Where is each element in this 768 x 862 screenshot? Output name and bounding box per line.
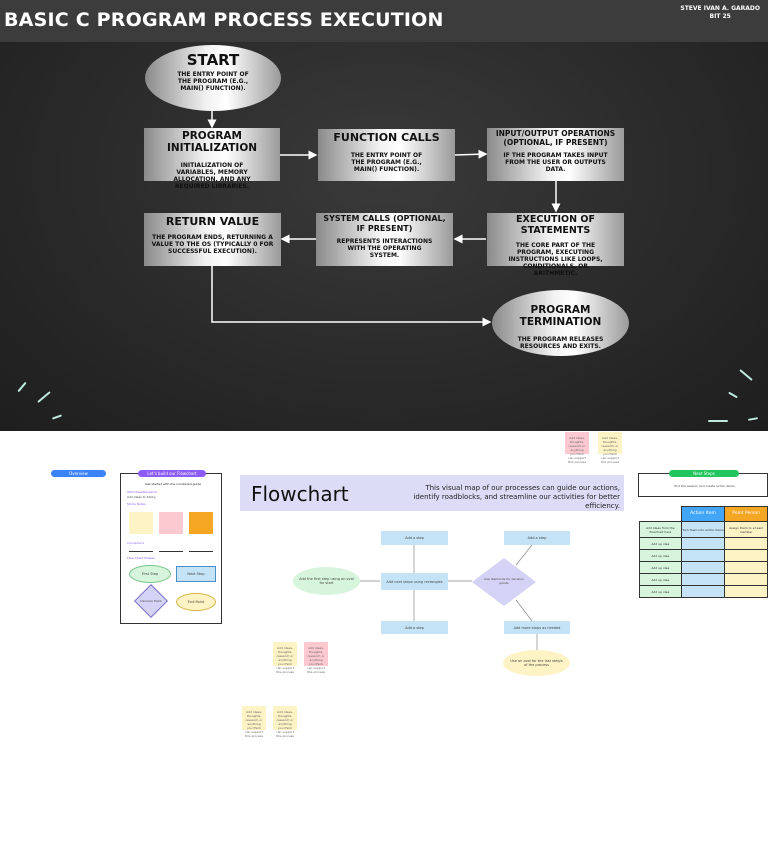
- node-start[interactable]: START THE ENTRY POINT OF THE PROGRAM (E.…: [145, 45, 281, 111]
- table-row[interactable]: Add up idea: [639, 573, 768, 586]
- node-sys-title: SYSTEM CALLS (OPTIONAL, IF PRESENT): [323, 214, 446, 233]
- node-ret[interactable]: RETURN VALUE THE PROGRAM ENDS, RETURNING…: [144, 213, 281, 266]
- table-row[interactable]: Add ideas from the flowchart here Turn t…: [639, 521, 768, 538]
- sticky-note[interactable]: Add ideas, thoughts, research or anythin…: [565, 432, 589, 464]
- fc-step-mid[interactable]: Add next steps using rectangles: [381, 573, 448, 590]
- node-ret-title: RETURN VALUE: [165, 215, 260, 228]
- chalkboard-slide[interactable]: BASIC C PROGRAM PROCESS EXECUTION STEVE …: [0, 0, 768, 431]
- flow-connectors: [207, 119, 561, 327]
- next-steps-panel[interactable]: Next Steps End the session and create ac…: [638, 470, 768, 497]
- flowchart-blurb: This visual map of our processes can gui…: [413, 484, 620, 510]
- sticky-note[interactable]: Add ideas, thoughts, research or anythin…: [304, 642, 328, 674]
- node-term-desc: THE PROGRAM RELEASES RESOURCES AND EXITS…: [517, 336, 604, 350]
- fc-end-oval[interactable]: Use an oval for the last step/s of the p…: [503, 650, 570, 676]
- node-term-title: PROGRAM TERMINATION: [519, 304, 602, 328]
- howto-card[interactable]: Let's build our Flowchart Get started wi…: [120, 470, 222, 624]
- node-io[interactable]: INPUT/OUTPUT OPERATIONS (OPTIONAL, IF PR…: [487, 128, 624, 181]
- table-row[interactable]: Add up idea: [639, 549, 768, 562]
- author-class: BIT 25: [709, 13, 731, 20]
- node-term[interactable]: PROGRAM TERMINATION THE PROGRAM RELEASES…: [492, 290, 629, 356]
- fc-decision-label: Use diamonds for decision points: [484, 577, 524, 585]
- overview-pill[interactable]: Overview: [51, 470, 106, 477]
- howto-tag: Let's build our Flowchart: [138, 470, 206, 477]
- sticky-note[interactable]: Add ideas, thoughts, research or anythin…: [242, 706, 266, 738]
- howto-heading: Get started with the numbered guide: [145, 482, 201, 486]
- table-row[interactable]: Add up idea: [639, 561, 768, 574]
- howto-line1: Add ideas to Sticky: [127, 495, 156, 499]
- node-io-desc: IF THE PROGRAM TAKES INPUT FROM THE USER…: [503, 152, 608, 173]
- table-row[interactable]: Add up idea: [639, 537, 768, 550]
- shape-decision: Decision Point: [134, 584, 168, 618]
- howto-sticky-yellow: [129, 512, 153, 534]
- edge-func-io: [454, 149, 488, 159]
- action-items-table[interactable]: Action Item Point Person Add ideas from …: [639, 506, 768, 598]
- shape-start: First Step: [129, 565, 171, 583]
- node-func-title: FUNCTION CALLS: [333, 131, 440, 144]
- node-sys[interactable]: SYSTEM CALLS (OPTIONAL, IF PRESENT) REPR…: [316, 213, 453, 266]
- author-name: STEVE IVAN A. GARADO: [680, 5, 760, 12]
- sticky-note[interactable]: Add ideas, thoughts, research or anythin…: [273, 642, 297, 674]
- howto-sub3: Connectors: [127, 541, 145, 545]
- node-init-desc: INITIALIZATION OF VARIABLES, MEMORY ALLO…: [173, 162, 251, 190]
- node-start-desc: THE ENTRY POINT OF THE PROGRAM (E.G., MA…: [177, 71, 249, 92]
- shape-end: End Point: [176, 593, 216, 611]
- slide-title: BASIC C PROGRAM PROCESS EXECUTION: [4, 9, 444, 31]
- howto-sub4: Flow Chart Shapes: [127, 556, 155, 560]
- sticky-note[interactable]: Add ideas, thoughts, research or anythin…: [273, 706, 297, 738]
- connector-line: [129, 551, 153, 552]
- node-init[interactable]: PROGRAM INITIALIZATION INITIALIZATION OF…: [144, 128, 280, 190]
- col-action: Action Item: [680, 506, 726, 522]
- next-steps-pill: Next Steps: [669, 470, 739, 477]
- flowchart-title: Flowchart: [251, 482, 349, 506]
- table-corner: [639, 506, 682, 522]
- node-io-title: INPUT/OUTPUT OPERATIONS (OPTIONAL, IF PR…: [495, 129, 616, 147]
- fc-start-oval[interactable]: Add the first step using an oval for sta…: [293, 567, 360, 595]
- node-sys-desc: REPRESENTS INTERACTIONS WITH THE OPERATI…: [336, 238, 433, 259]
- fc-decision[interactable]: Use diamonds for decision points: [472, 558, 536, 606]
- node-exec[interactable]: EXECUTION OF STATEMENTS THE CORE PART OF…: [487, 213, 624, 277]
- fc-step-top[interactable]: Add a step: [381, 531, 448, 545]
- fc-step-bottom[interactable]: Add a step: [381, 621, 448, 634]
- next-steps-sub: End the session and create action items.: [674, 484, 736, 488]
- howto-sticky-orange: [189, 512, 213, 534]
- shape-next: Next Step: [176, 566, 216, 582]
- connector-line: [159, 551, 183, 552]
- node-exec-desc: THE CORE PART OF THE PROGRAM, EXECUTING …: [508, 242, 603, 277]
- node-init-title: PROGRAM INITIALIZATION: [166, 130, 258, 154]
- flowchart-header: Flowchart This visual map of our process…: [240, 475, 624, 511]
- slide-header: BASIC C PROGRAM PROCESS EXECUTION STEVE …: [0, 0, 768, 42]
- node-func-desc: THE ENTRY POINT OF THE PROGRAM (E.G., MA…: [350, 152, 423, 173]
- sticky-note[interactable]: Add ideas, thoughts, research or anythin…: [598, 432, 622, 464]
- howto-sticky-pink: [159, 512, 183, 534]
- node-func[interactable]: FUNCTION CALLS THE ENTRY POINT OF THE PR…: [318, 129, 455, 181]
- fc-step-right-top[interactable]: Add a step: [504, 531, 570, 545]
- howto-sub2: Sticky Notes: [127, 502, 146, 506]
- node-start-title: START: [186, 51, 240, 69]
- node-ret-desc: THE PROGRAM ENDS, RETURNING A VALUE TO T…: [151, 234, 274, 255]
- node-exec-title: EXECUTION OF STATEMENTS: [516, 214, 595, 236]
- edge-ret-term: [211, 264, 492, 327]
- table-row[interactable]: Add up idea: [639, 585, 768, 598]
- author-block: STEVE IVAN A. GARADO BIT 25: [680, 5, 760, 21]
- col-person: Point Person: [724, 506, 768, 522]
- connector-line: [189, 551, 213, 552]
- chalk-mark: [708, 420, 728, 422]
- fc-step-right-bottom[interactable]: Add more steps as needed: [504, 621, 570, 634]
- howto-sub1: Wild ideas/Research: [127, 490, 158, 494]
